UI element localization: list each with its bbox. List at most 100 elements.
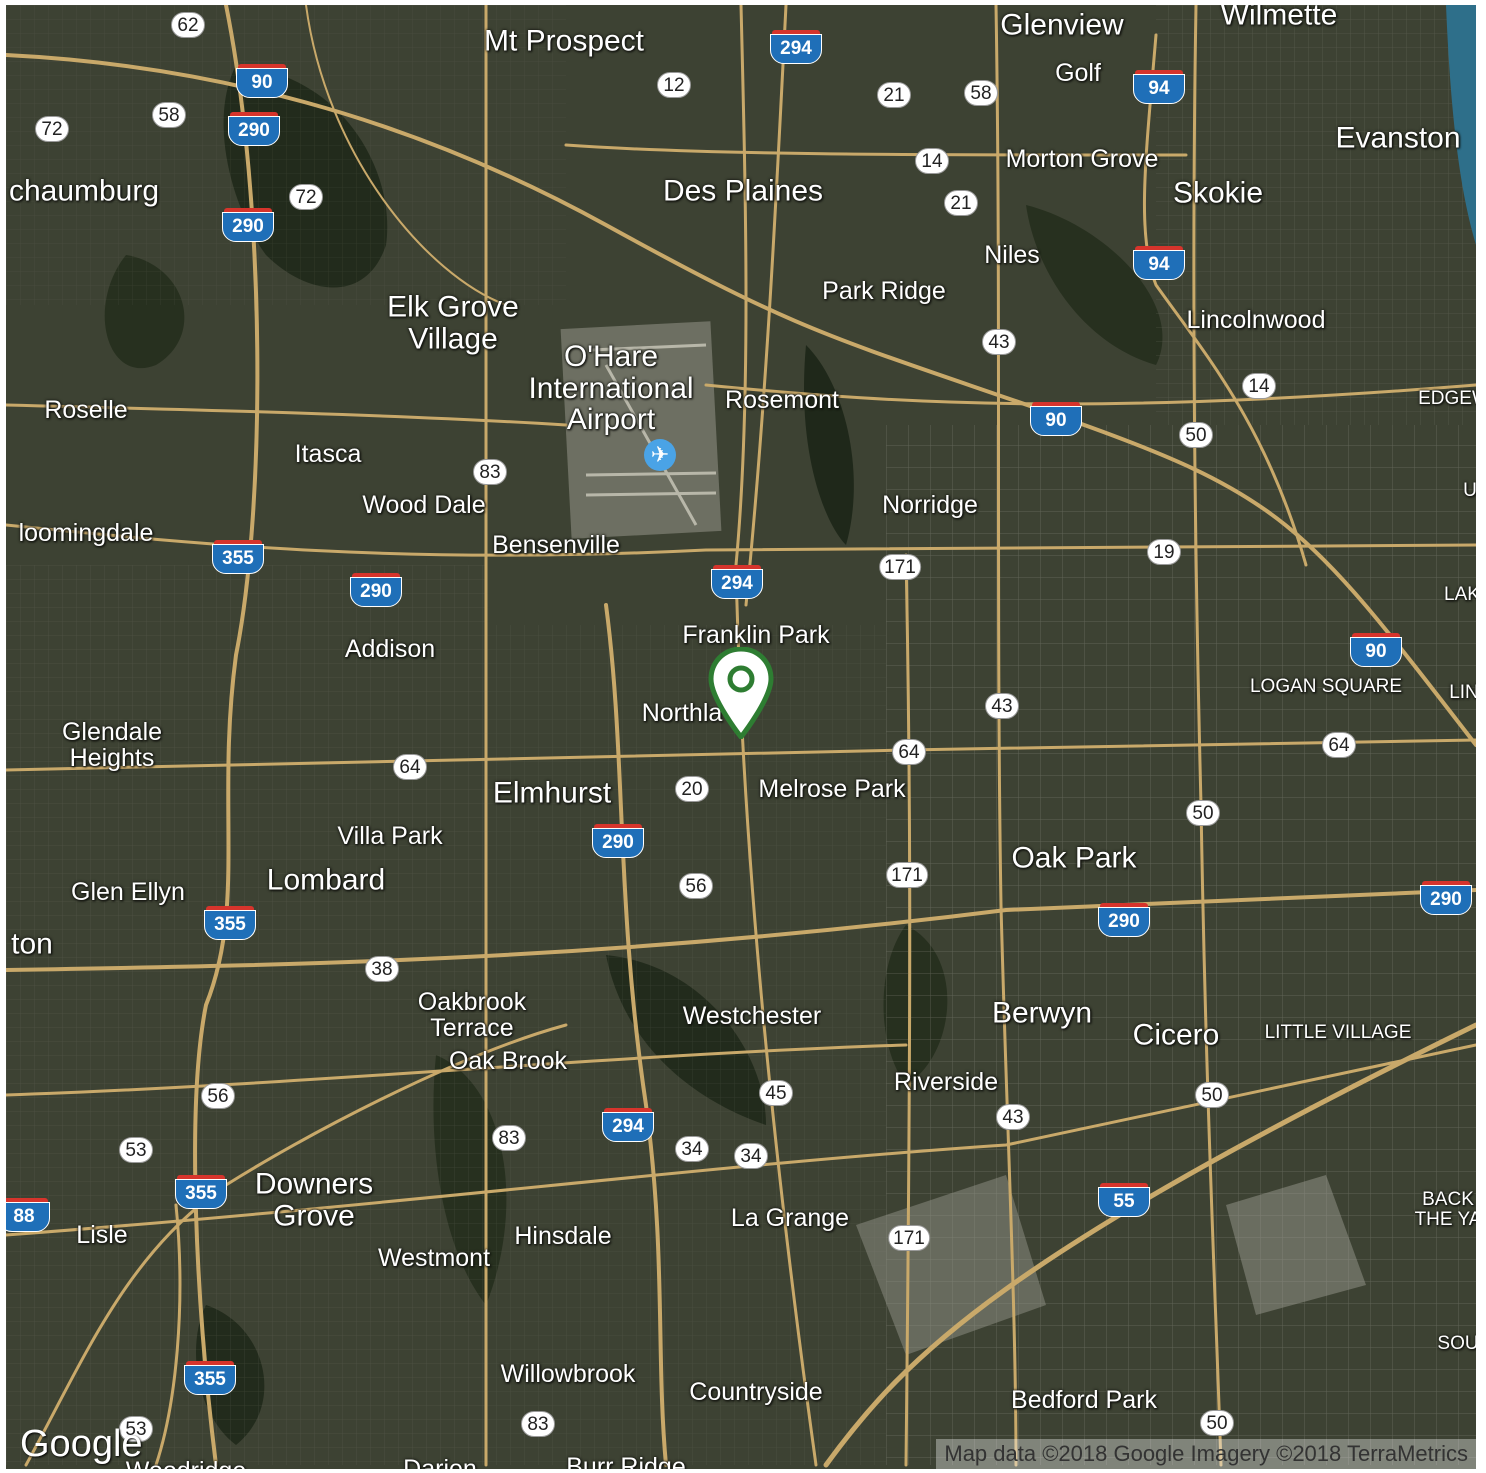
place-label[interactable]: Rosemont [725, 385, 839, 414]
route-shield: 62 [171, 12, 205, 38]
interstate-shield: 90 [1350, 633, 1402, 667]
route-shield: 83 [492, 1125, 526, 1151]
place-label[interactable]: Oak Brook [448, 1046, 568, 1075]
place-label[interactable]: Northla [641, 698, 723, 727]
place-label[interactable]: LIN [1449, 682, 1476, 704]
place-label[interactable]: Melrose Park [758, 774, 906, 803]
place-label[interactable]: Bedford Park [1011, 1385, 1157, 1414]
route-shield: 21 [944, 190, 978, 216]
place-label[interactable]: Skokie [1172, 176, 1264, 210]
route-shield: 72 [35, 116, 69, 142]
place-label[interactable]: Oak Park [1011, 841, 1137, 875]
route-shield: 19 [1147, 539, 1181, 565]
place-label[interactable]: Park Ridge [822, 276, 946, 305]
place-label[interactable]: Lincolnwood [1186, 305, 1326, 334]
route-shield: 14 [915, 148, 949, 174]
place-label[interactable]: Golf [1055, 58, 1101, 87]
place-label[interactable]: Cicero [1132, 1018, 1220, 1052]
route-shield: 171 [879, 554, 921, 580]
interstate-shield: 294 [770, 30, 822, 64]
route-shield: 83 [521, 1411, 555, 1437]
place-label[interactable]: Villa Park [337, 821, 443, 850]
place-label[interactable]: La Grange [730, 1203, 850, 1232]
place-label[interactable]: LITTLE VILLAGE [1264, 1022, 1412, 1044]
interstate-shield: 90 [1030, 402, 1082, 436]
place-label[interactable]: U [1463, 480, 1476, 502]
route-shield: 50 [1186, 800, 1220, 826]
place-label[interactable]: Willowbrook [500, 1359, 636, 1388]
place-label[interactable]: Wilmette [1220, 5, 1338, 32]
place-label[interactable]: Itasca [294, 439, 362, 468]
interstate-shield: 290 [1098, 903, 1150, 937]
interstate-shield: 290 [1420, 881, 1472, 915]
interstate-shield: 355 [212, 540, 264, 574]
interstate-shield: 294 [711, 565, 763, 599]
place-label[interactable]: chaumburg [8, 174, 160, 208]
place-label[interactable]: Woodridge [126, 1458, 246, 1469]
route-shield: 171 [888, 1225, 930, 1251]
place-label[interactable]: Westchester [682, 1001, 822, 1030]
route-shield: 58 [152, 102, 186, 128]
location-pin-icon[interactable] [708, 646, 774, 744]
place-label[interactable]: EDGEW [1418, 388, 1476, 410]
place-label[interactable]: Berwyn [991, 996, 1093, 1030]
interstate-shield: 290 [228, 112, 280, 146]
place-label[interactable]: Glen Ellyn [71, 877, 185, 906]
place-label[interactable]: Des Plaines [662, 174, 824, 208]
place-label[interactable]: Addison [344, 634, 436, 663]
place-label[interactable]: LAK [1444, 584, 1476, 606]
place-label[interactable]: SOU [1437, 1333, 1476, 1355]
route-shield: 43 [996, 1104, 1030, 1130]
interstate-shield: 355 [204, 906, 256, 940]
place-label[interactable]: Glenview [1000, 8, 1124, 42]
place-label[interactable]: Morton Grove [1005, 144, 1159, 173]
satellite-imagery [6, 5, 1476, 1469]
place-label[interactable]: Darien [403, 1454, 477, 1469]
map-attribution[interactable]: Map data ©2018 Google Imagery ©2018 Terr… [936, 1439, 1476, 1469]
interstate-shield: 355 [184, 1361, 236, 1395]
place-label[interactable]: Elmhurst [492, 776, 612, 810]
route-shield: 64 [1322, 732, 1356, 758]
place-label[interactable]: Wood Dale [362, 490, 486, 519]
interstate-shield: 294 [602, 1108, 654, 1142]
google-logo[interactable]: Google [20, 1423, 143, 1465]
place-label[interactable]: ton [11, 927, 53, 961]
place-label[interactable]: Bensenville [492, 530, 620, 559]
interstate-shield: 290 [592, 824, 644, 858]
place-label[interactable]: Mt Prospect [483, 24, 645, 58]
route-shield: 38 [365, 956, 399, 982]
place-label[interactable]: Lisle [76, 1220, 128, 1249]
route-shield: 50 [1179, 422, 1213, 448]
place-label[interactable]: Hinsdale [514, 1221, 612, 1250]
interstate-shield: 94 [1133, 246, 1185, 280]
airport-icon[interactable]: ✈ [644, 439, 676, 471]
place-label[interactable]: Burr Ridge [566, 1452, 686, 1469]
route-shield: 12 [657, 72, 691, 98]
place-label[interactable]: Niles [984, 240, 1040, 269]
route-shield: 20 [675, 776, 709, 802]
route-shield: 45 [759, 1080, 793, 1106]
place-label[interactable]: Riverside [893, 1067, 999, 1096]
route-shield: 34 [675, 1136, 709, 1162]
interstate-shield: 55 [1098, 1183, 1150, 1217]
route-shield: 34 [734, 1143, 768, 1169]
interstate-shield: 94 [1133, 70, 1185, 104]
place-label[interactable]: loomingdale [18, 518, 154, 547]
place-label[interactable]: LOGAN SQUARE [1249, 676, 1403, 698]
place-label[interactable]: Roselle [44, 395, 128, 424]
route-shield: 72 [289, 184, 323, 210]
place-label[interactable]: Franklin Park [682, 620, 830, 649]
place-label[interactable]: Norridge [882, 490, 978, 519]
place-label[interactable]: Westmont [377, 1243, 491, 1272]
route-shield: 56 [679, 873, 713, 899]
place-label[interactable]: Evanston [1335, 121, 1461, 155]
place-label[interactable]: Lombard [266, 863, 386, 897]
place-label[interactable]: Countryside [689, 1377, 823, 1406]
